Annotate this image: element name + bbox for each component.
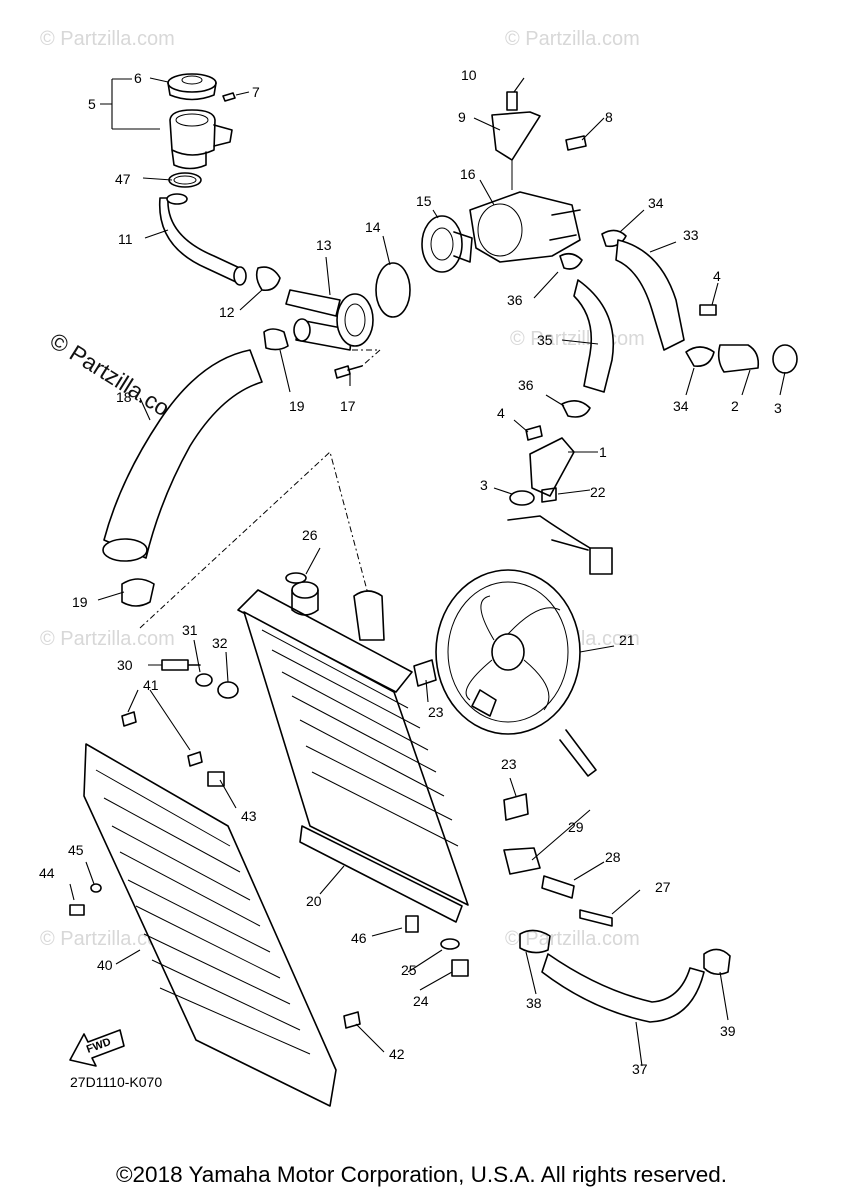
forward-arrow: FWD	[69, 1029, 125, 1067]
callout-45: 45	[68, 842, 84, 858]
callout-2: 2	[731, 398, 739, 414]
callout-32: 32	[212, 635, 228, 651]
callout-36b: 36	[518, 377, 534, 393]
callout-41: 41	[143, 677, 159, 693]
leader-lines	[69, 77, 786, 1067]
bypass-hoses-assembly	[509, 239, 798, 506]
callout-38: 38	[526, 995, 542, 1011]
callout-29: 29	[568, 819, 584, 835]
callout-4: 4	[713, 268, 721, 284]
callout-46: 46	[351, 930, 367, 946]
callout-23: 23	[428, 704, 444, 720]
callout-19: 19	[289, 398, 305, 414]
fan-motor-assembly	[435, 487, 613, 777]
watermark-text: © Partzilla.com	[40, 928, 175, 950]
thermostat-cover-assembly	[263, 262, 411, 379]
callout-10: 10	[461, 67, 477, 83]
diagram-code: 27D1110-K070	[70, 1074, 162, 1090]
callout-19b: 19	[72, 594, 88, 610]
radiator-hose-assembly	[102, 349, 369, 629]
callout-42: 42	[389, 1046, 405, 1062]
callout-22: 22	[590, 484, 606, 500]
callout-26: 26	[302, 527, 318, 543]
watermark-text: © Partzilla.com	[40, 28, 175, 50]
callout-18: 18	[116, 389, 132, 405]
callout-35: 35	[537, 332, 553, 348]
callout-11: 11	[118, 231, 133, 247]
callout-31: 31	[182, 622, 198, 638]
callout-5: 5	[88, 96, 96, 112]
callout-14: 14	[365, 219, 381, 235]
callout-16: 16	[460, 166, 476, 182]
callout-25: 25	[401, 962, 417, 978]
radiator-shroud	[69, 711, 361, 1107]
upper-hose-assembly	[158, 172, 281, 292]
callout-15: 15	[416, 193, 432, 209]
callout-1: 1	[599, 444, 607, 460]
lower-hose-assembly	[519, 929, 731, 1023]
callout-3: 3	[774, 400, 782, 416]
mounting-hardware	[161, 659, 613, 927]
callout-44: 44	[39, 865, 55, 881]
watermark-text: © Partzilla.com	[510, 328, 645, 350]
callout-34: 34	[648, 195, 664, 211]
callout-6: 6	[134, 70, 142, 86]
watermark-text: © Partzilla.com	[505, 928, 640, 950]
callout-43: 43	[241, 808, 257, 824]
callout-40: 40	[97, 957, 113, 973]
copyright-notice: ©2018 Yamaha Motor Corporation, U.S.A. A…	[115, 1162, 728, 1187]
callout-28: 28	[605, 849, 621, 865]
callout-3b: 3	[480, 477, 488, 493]
callout-47: 47	[115, 171, 131, 187]
callout-37: 37	[632, 1061, 648, 1077]
callout-8: 8	[605, 109, 613, 125]
callout-numbers: 1 2 3 3 4 4 5 6 7 8 9 10 11 12 13 14 15 …	[39, 67, 782, 1077]
watermark-text: © Partzilla.com	[40, 628, 175, 650]
callout-21: 21	[619, 632, 635, 648]
callout-27: 27	[655, 879, 671, 895]
thermostat-housing-assembly	[421, 91, 627, 273]
callout-17: 17	[340, 398, 356, 414]
callout-12: 12	[219, 304, 235, 320]
callout-7: 7	[252, 84, 260, 100]
callout-23b: 23	[501, 756, 517, 772]
callout-4b: 4	[497, 405, 505, 421]
callout-24: 24	[413, 993, 429, 1009]
radiator-cap-assembly	[100, 73, 236, 170]
watermark-text: © Partzilla.com	[505, 28, 640, 50]
callout-30: 30	[117, 657, 133, 673]
callout-33: 33	[683, 227, 699, 243]
radiator-core	[237, 572, 529, 977]
callout-13: 13	[316, 237, 332, 253]
callout-20: 20	[306, 893, 322, 909]
callout-9: 9	[458, 109, 466, 125]
callout-36: 36	[507, 292, 523, 308]
callout-39: 39	[720, 1023, 736, 1039]
callout-34b: 34	[673, 398, 689, 414]
